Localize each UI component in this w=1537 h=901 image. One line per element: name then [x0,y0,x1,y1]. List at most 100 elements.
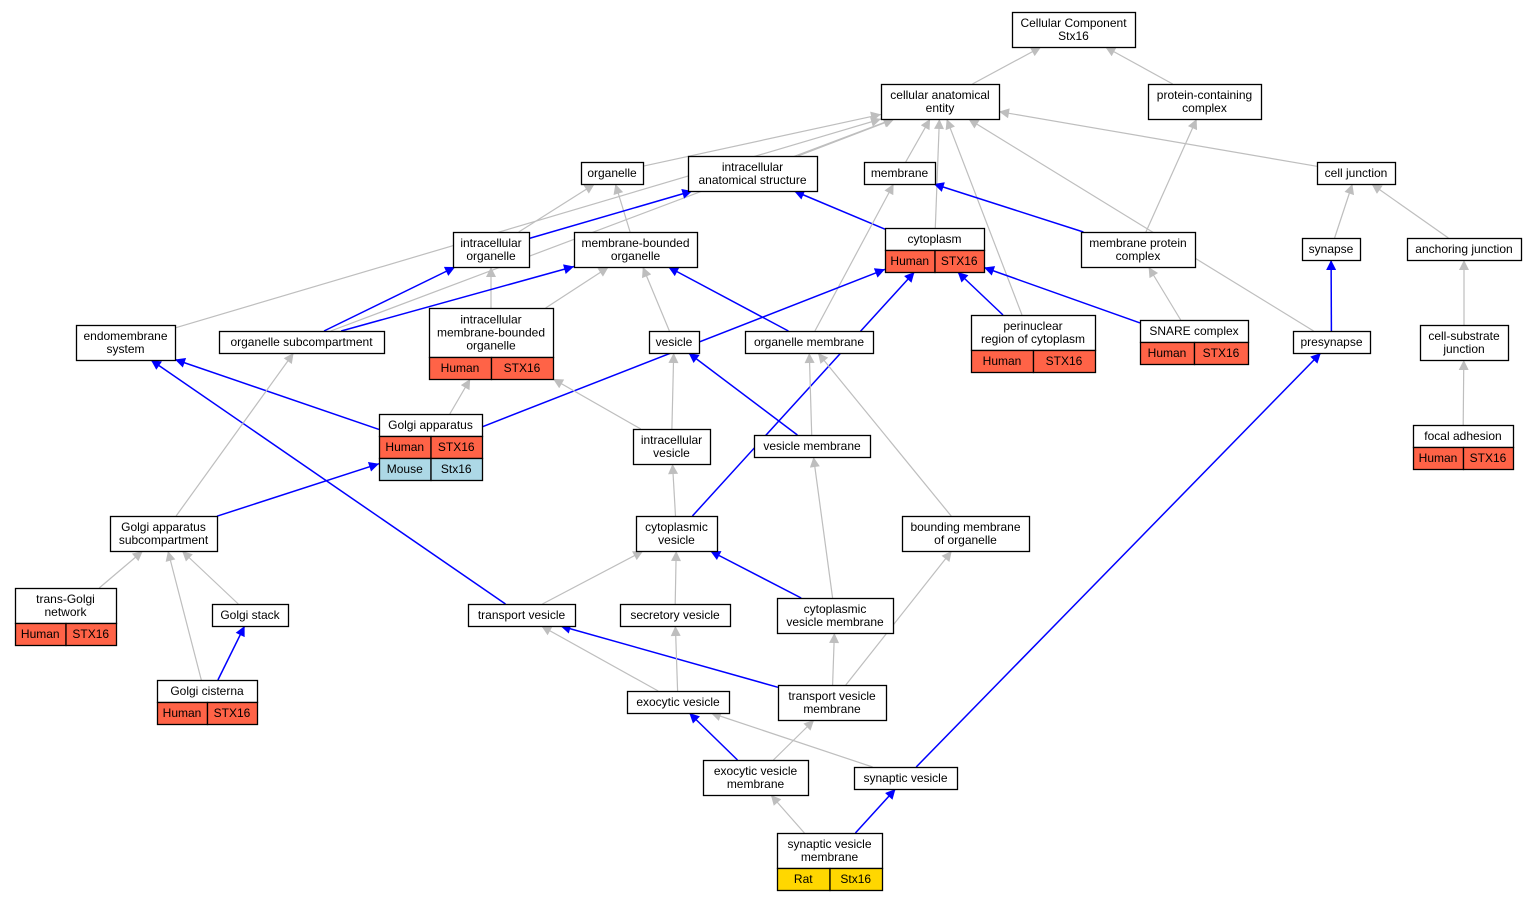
go-term-node-vesicle[interactable]: vesicle [648,330,701,355]
part-of-edge-cytoplasmic-vesicle-membrane-to-cytoplasmic-vesicle [709,550,802,599]
node-label-box [1301,237,1362,262]
node-label-line: secretory vesicle [630,608,720,622]
node-label-box [863,161,937,186]
node-label-box [753,434,872,459]
go-term-node-organelle-membrane[interactable]: organelle membrane [744,330,875,355]
part-of-edge-organelle-membrane-to-membrane-bounded-organelle [667,266,789,332]
node-label-line: vesicle membrane [763,439,861,453]
go-term-node-membrane[interactable]: membrane [863,161,937,186]
is-a-edge-golgi-stack-to-golgi-apparatus-subcompartment [181,550,239,605]
go-term-node-transport-vesicle[interactable]: transport vesicle [467,603,577,628]
node-label-line: vesicle [653,446,690,460]
is-a-edge-perinuclear-region-of-cytoplasm-to-cellular-anatomical-entity [945,118,1023,316]
is-a-edge-membrane-protein-complex-to-protein-containing-complex [1145,118,1198,233]
is-a-edge-exocytic-vesicle-membrane-to-transport-vesicle-membrane [772,719,815,761]
node-label-box [853,766,959,791]
go-term-node-intracellular-membrane-bounded-organelle[interactable]: intracellularmembrane-boundedorganelleHu… [428,307,555,381]
is-a-edge-synaptic-vesicle-membrane-to-exocytic-vesicle-membrane [770,794,805,834]
go-term-node-golgi-stack[interactable]: Golgi stack [211,603,290,628]
node-label-line: complex [1182,101,1227,115]
is-a-edge-golgi-apparatus-subcompartment-to-organelle-subcompartment [175,352,295,517]
is-a-edge-organelle-membrane-to-membrane [814,183,895,332]
node-label-line: endomembrane [83,329,167,343]
part-of-edge-cytoplasm-to-intracellular-anatomical-structure [793,190,886,230]
is-a-edge-cytoplasmic-vesicle-membrane-to-vesicle-membrane [809,456,834,599]
node-label-line: Stx16 [1058,29,1089,43]
node-label-line: cytoplasm [907,232,961,246]
gene-cell [65,622,118,647]
is-a-edge-intracellular-vesicle-to-vesicle [668,352,679,430]
part-of-edge-vesicle-membrane-to-vesicle [688,352,798,436]
gene-cell [206,701,259,726]
species-label: Human [385,440,424,454]
node-label-line: anchoring junction [1415,242,1512,256]
is-a-edge-focal-adhesion-to-cell-substrate-junction [1458,359,1469,426]
go-term-node-cell-junction[interactable]: cell junction [1316,161,1397,186]
go-term-node-anchoring-junction[interactable]: anchoring junction [1406,237,1523,262]
is-a-edge-cell-junction-to-cellular-anatomical-entity [998,108,1318,167]
go-term-node-organelle-subcompartment[interactable]: organelle subcompartment [218,330,386,355]
node-label-box [901,515,1031,553]
is-a-edge-presynapse-to-cellular-anatomical-entity [968,118,1314,332]
is-a-edge-synapse-to-cell-junction [1334,183,1355,239]
node-label-line: Golgi stack [220,608,280,622]
node-label-line: system [106,342,144,356]
gene-label: Stx16 [840,872,871,886]
species-label: Human [983,354,1022,368]
is-a-edge-bounding-membrane-of-organelle-to-organelle-membrane [817,352,952,517]
node-label-box [211,603,290,628]
node-label-line: membrane protein [1089,236,1186,250]
go-term-node-organelle[interactable]: organelle [580,161,645,186]
go-term-node-presynapse[interactable]: presynapse [1292,330,1372,355]
node-label-line: vesicle [656,335,693,349]
is-a-edge-membrane-to-cellular-anatomical-entity [905,118,931,163]
go-term-node-exocytic-vesicle[interactable]: exocytic vesicle [626,690,731,715]
go-term-node-secretory-vesicle[interactable]: secretory vesicle [619,603,732,628]
part-of-edge-synaptic-vesicle-membrane-to-synaptic-vesicle [854,788,897,834]
node-label-line: of organelle [934,533,997,547]
go-term-node-synapse[interactable]: synapse [1301,237,1362,262]
node-label-line: exocytic vesicle [636,695,720,709]
is-a-edge-protein-containing-complex-to-cellular-component-stx16 [1105,46,1173,85]
go-term-node-vesicle-membrane[interactable]: vesicle membrane [753,434,872,459]
node-label-box [14,587,118,625]
node-label-box [687,155,819,193]
part-of-edge-cytoplasmic-vesicle-to-cytoplasm [691,271,916,517]
is-a-edge-transport-vesicle-membrane-to-cytoplasmic-vesicle-membrane [829,632,840,686]
node-label-box [626,690,731,715]
is-a-edge-snare-complex-to-membrane-protein-complex [1148,266,1182,321]
species-label: Human [441,361,480,375]
species-label: Human [1148,346,1187,360]
go-term-node-synaptic-vesicle[interactable]: synaptic vesicle [853,766,959,791]
part-of-edge-intracellular-organelle-to-intracellular-anatomical-structure [528,188,693,240]
node-label-box [75,324,177,362]
node-label-line: membrane [803,702,861,716]
